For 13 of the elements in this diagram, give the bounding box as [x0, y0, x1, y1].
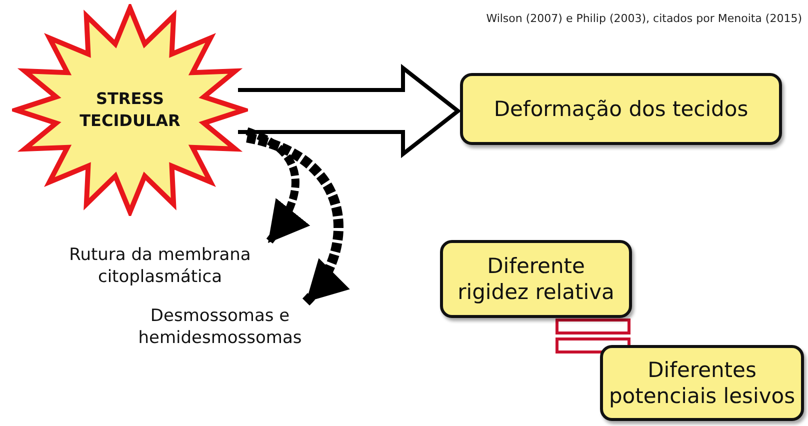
rounded-box: [440, 240, 632, 318]
rounded-box: [600, 345, 804, 421]
citation-note: Wilson (2007) e Philip (2003), citados por Menoita (2015): [486, 12, 802, 25]
node-text: Diferente rigidez relativa: [456, 252, 616, 306]
node-text: Rutura da membrana citoplasmática: [68, 244, 252, 288]
node-text: Deformação dos tecidos: [494, 96, 748, 122]
block-arrow: [236, 64, 462, 158]
curved-arrow: [246, 132, 349, 306]
curved-arrow: [246, 127, 310, 246]
node-text: Diferentes potenciais lesivos: [608, 356, 796, 410]
node-text: Desmossomas e hemidesmossomas: [137, 304, 303, 350]
node-text: STRESS TECIDULAR: [78, 88, 182, 132]
rounded-box: [460, 73, 782, 145]
